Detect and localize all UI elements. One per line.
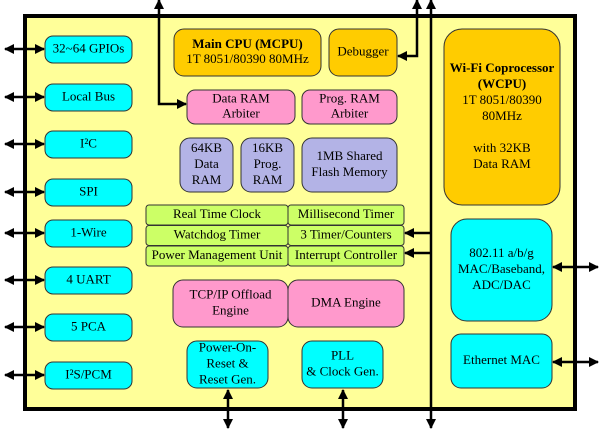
io-5-box	[44, 266, 133, 295]
ethernet-mac-label: Ethernet MAC	[463, 352, 540, 367]
power-on-reset-label: Reset Gen.	[199, 371, 256, 386]
tcpip-engine-label: TCP/IP Offload	[190, 286, 272, 301]
io-6-box	[44, 313, 133, 342]
data-ram-label: RAM	[192, 172, 222, 187]
pll-clock-label: & Clock Gen.	[306, 363, 379, 378]
wcpu-label: Data RAM	[473, 156, 531, 171]
io-3-label: SPI	[79, 183, 98, 198]
pll-clock-box	[301, 340, 384, 389]
io-1-box	[44, 83, 133, 112]
main-cpu-label: 1T 8051/80390 80MHz	[186, 51, 309, 66]
prog-ram-arbiter-label: Prog. RAM	[319, 90, 380, 105]
peripheral-0-a-label: Real Time Clock	[173, 206, 262, 221]
power-on-reset-box	[186, 340, 269, 389]
io-7-label: I²S/PCM	[65, 366, 112, 381]
peripheral-2-b: Interrupt Controller	[287, 245, 405, 267]
power-on-reset-label: Reset &	[206, 355, 248, 370]
io-4-box	[44, 219, 133, 248]
wcpu-label: 1T 8051/80390	[462, 92, 542, 107]
dma-engine: DMA Engine	[287, 279, 405, 328]
io-2-label: I²C	[80, 135, 97, 150]
arrow-debugger	[397, 0, 422, 61]
tcpip-engine-label: Engine	[212, 302, 249, 317]
pll-clock-label: PLL	[331, 347, 354, 362]
debugger: Debugger	[328, 28, 398, 77]
prog-ram-arbiter-label: Arbiter	[331, 105, 369, 120]
wifi-mac-label: ADC/DAC	[472, 277, 531, 292]
prog-ram-label: RAM	[253, 172, 283, 187]
data-ram-arbiter-label: Data RAM	[212, 90, 270, 105]
wcpu-label: with 32KB	[473, 140, 531, 155]
io-4: 1-Wire	[44, 219, 133, 248]
wifi-mac-label: MAC/Baseband,	[458, 261, 545, 276]
flash-memory-label: Flash Memory	[311, 164, 388, 179]
data-ram-label: 64KB	[191, 140, 222, 155]
peripheral-1-b-label: 3 Timer/Counters	[300, 226, 391, 241]
io-5: 4 UART	[44, 266, 133, 295]
wcpu-label: (WCPU)	[478, 76, 526, 91]
io-6: 5 PCA	[44, 313, 133, 342]
dma-engine-label: DMA Engine	[311, 294, 381, 309]
flash-memory-box	[301, 137, 398, 193]
wifi-mac-label: 802.11 a/b/g	[469, 245, 534, 260]
io-0-label: 32~64 GPIOs	[53, 40, 125, 55]
io-2: I²C	[44, 130, 133, 159]
peripheral-2-a: Power Management Unit	[145, 245, 289, 267]
io-1: Local Bus	[44, 83, 133, 112]
prog-ram-label: 16KB	[252, 140, 283, 155]
flash-memory-label: 1MB Shared	[316, 148, 383, 163]
io-5-label: 4 UART	[66, 271, 110, 286]
arrow-data-ram-arbiter	[154, 0, 187, 109]
io-3-box	[44, 178, 133, 207]
data-ram-arbiter-label: Arbiter	[222, 105, 260, 120]
io-6-label: 5 PCA	[71, 318, 107, 333]
debugger-label: Debugger	[337, 43, 389, 58]
peripheral-0-a: Real Time Clock	[145, 204, 289, 226]
data-ram-box	[179, 137, 234, 193]
io-7-box	[44, 361, 133, 390]
data-ram-arbiter-box	[186, 89, 296, 125]
main-cpu-label: Main CPU (MCPU)	[192, 36, 302, 51]
prog-ram-box	[240, 137, 295, 193]
wcpu-box	[443, 28, 561, 206]
io-2-box	[44, 130, 133, 159]
wcpu-label: Wi-Fi Coprocessor	[450, 60, 555, 75]
prog-ram-label: Prog.	[254, 156, 282, 171]
ethernet-mac: Ethernet MAC	[450, 333, 553, 389]
power-on-reset: Power-On-Reset &Reset Gen.	[186, 339, 269, 389]
dma-engine-box	[287, 279, 405, 328]
io-3: SPI	[44, 178, 133, 207]
io-0-box	[44, 35, 133, 64]
pll-clock: PLL& Clock Gen.	[301, 340, 384, 389]
peripheral-1-a: Watchdog Timer	[145, 225, 289, 246]
io-1-label: Local Bus	[62, 88, 115, 103]
peripheral-0-b-label: Millisecond Timer	[298, 206, 395, 221]
io-0: 32~64 GPIOs	[44, 35, 133, 64]
peripheral-2-a-label: Power Management Unit	[152, 247, 283, 262]
wcpu: Wi-Fi Coprocessor(WCPU)1T 8051/8039080MH…	[443, 28, 561, 206]
io-4-label: 1-Wire	[70, 224, 107, 239]
peripheral-1-b: 3 Timer/Counters	[287, 225, 405, 246]
peripheral-1-a-label: Watchdog Timer	[174, 226, 261, 241]
prog-ram-arbiter-box	[301, 89, 398, 125]
peripheral-2-b-label: Interrupt Controller	[295, 247, 398, 262]
wcpu-label: 80MHz	[482, 108, 522, 123]
data-ram-label: Data	[194, 156, 219, 171]
main-cpu: Main CPU (MCPU)1T 8051/80390 80MHz	[173, 28, 322, 77]
power-on-reset-label: Power-On-	[199, 339, 257, 354]
peripheral-0-b: Millisecond Timer	[287, 204, 405, 226]
io-7: I²S/PCM	[44, 361, 133, 390]
